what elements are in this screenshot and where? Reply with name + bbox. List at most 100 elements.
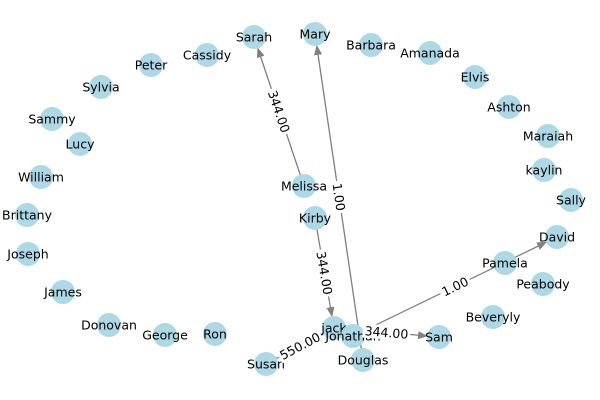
node-label: Barbara [346, 38, 396, 53]
node-label: Peter [135, 58, 168, 73]
node-circle[interactable] [322, 316, 346, 340]
node-circle[interactable] [303, 22, 327, 46]
node-circle[interactable] [139, 53, 163, 77]
node-Kirby[interactable]: Kirby [299, 206, 332, 230]
node-label: Cassidy [183, 48, 232, 63]
node-label: Ron [203, 327, 227, 342]
node-circle[interactable] [351, 348, 375, 372]
node-Sammy[interactable]: Sammy [28, 107, 76, 131]
node-circle[interactable] [532, 158, 556, 182]
node-label: Pamela [482, 256, 528, 271]
node-circle[interactable] [195, 43, 219, 67]
node-Mary[interactable]: Mary [300, 22, 332, 46]
node-circle[interactable] [359, 33, 383, 57]
node-David[interactable]: David [539, 225, 575, 249]
node-circle[interactable] [29, 165, 53, 189]
node-circle[interactable] [68, 132, 92, 156]
node-circle[interactable] [341, 324, 365, 348]
node-kaylin[interactable]: kaylin [526, 158, 563, 182]
node-circle[interactable] [97, 313, 121, 337]
node-circle[interactable] [16, 242, 40, 266]
node-label: Joseph [6, 247, 48, 262]
node-label: Kirby [299, 211, 332, 226]
node-Sally[interactable]: Sally [556, 188, 587, 212]
node-jack[interactable]: jack [320, 316, 347, 340]
node-Peter[interactable]: Peter [135, 53, 168, 77]
node-circle[interactable] [493, 251, 517, 275]
node-Melissa[interactable]: Melissa [281, 174, 327, 198]
node-Barbara[interactable]: Barbara [346, 33, 396, 57]
node-label: David [539, 230, 575, 245]
node-circle[interactable] [536, 124, 560, 148]
node-label: Sam [425, 330, 453, 345]
edge-label-Susan-jack: 550.00 [275, 328, 325, 364]
node-Maraiah[interactable]: Maraiah [523, 124, 573, 148]
node-Pamela[interactable]: Pamela [482, 251, 528, 275]
node-Beveryly[interactable]: Beveryly [466, 305, 521, 329]
node-circle[interactable] [292, 174, 316, 198]
edge-label-background [275, 328, 325, 364]
node-label: Melissa [281, 179, 327, 194]
edge-label-jack-Sam: 344.00 [362, 323, 411, 342]
node-Ron[interactable]: Ron [203, 322, 227, 346]
edge-weight-label: 344.00 [313, 250, 335, 296]
node-circle[interactable] [531, 272, 555, 296]
node-Susan[interactable]: Susan [247, 352, 285, 376]
node-circle[interactable] [51, 280, 75, 304]
edge-weight-label: 344.00 [265, 88, 293, 134]
node-Douglas[interactable]: Douglas [338, 348, 389, 372]
node-Brittany[interactable]: Brittany [2, 203, 53, 227]
node-label: Donovan [81, 318, 137, 333]
node-George[interactable]: George [142, 323, 188, 347]
node-circle[interactable] [545, 225, 569, 249]
node-Ashton[interactable]: Ashton [487, 95, 531, 119]
node-Sarah[interactable]: Sarah [236, 25, 272, 49]
node-label: Sammy [28, 112, 76, 127]
node-circle[interactable] [242, 25, 266, 49]
node-circle[interactable] [418, 41, 442, 65]
edge-label-Kirby-jack: 344.00 [313, 248, 336, 298]
edge-label-Jonathan-David: 1.00 [437, 273, 473, 300]
node-Lucy[interactable]: Lucy [66, 132, 96, 156]
node-label: Douglas [338, 353, 389, 368]
node-Donovan[interactable]: Donovan [81, 313, 137, 337]
node-circle[interactable] [559, 188, 583, 212]
node-label: kaylin [526, 163, 563, 178]
node-Peabody[interactable]: Peabody [516, 272, 570, 296]
node-Cassidy[interactable]: Cassidy [183, 43, 232, 67]
edge-labels-layer: 344.00 1.00 344.00 1.00 344.00 550.00 [264, 86, 473, 364]
node-Amanada[interactable]: Amanada [400, 41, 460, 65]
node-circle[interactable] [463, 65, 487, 89]
node-Sam[interactable]: Sam [425, 325, 453, 349]
edge-label-Douglas-Mary: 1.00 [330, 179, 349, 215]
node-label: Brittany [2, 208, 53, 223]
node-label: Amanada [400, 46, 460, 61]
node-label: William [18, 170, 64, 185]
node-circle[interactable] [497, 95, 521, 119]
node-label: jack [320, 321, 347, 336]
node-label: Susan [247, 357, 285, 372]
node-Sylvia[interactable]: Sylvia [82, 75, 120, 99]
node-circle[interactable] [15, 203, 39, 227]
edge-label-background [313, 248, 336, 298]
node-circle[interactable] [153, 323, 177, 347]
node-label: Lucy [66, 137, 96, 152]
node-circle[interactable] [89, 75, 113, 99]
node-label: Peabody [516, 277, 570, 292]
node-label: James [43, 285, 82, 300]
edge-weight-label: 1.00 [330, 182, 349, 212]
node-circle[interactable] [40, 107, 64, 131]
node-circle[interactable] [427, 325, 451, 349]
node-circle[interactable] [481, 305, 505, 329]
node-label: Sally [556, 193, 587, 208]
node-circle[interactable] [254, 352, 278, 376]
node-Joseph[interactable]: Joseph [6, 242, 49, 266]
node-circle[interactable] [203, 322, 227, 346]
node-Elvis[interactable]: Elvis [461, 65, 490, 89]
edge-label-Melissa-Sarah: 344.00 [264, 86, 294, 137]
node-circle[interactable] [303, 206, 327, 230]
node-label: Sarah [236, 30, 272, 45]
node-William[interactable]: William [18, 165, 64, 189]
node-James[interactable]: James [43, 280, 82, 304]
